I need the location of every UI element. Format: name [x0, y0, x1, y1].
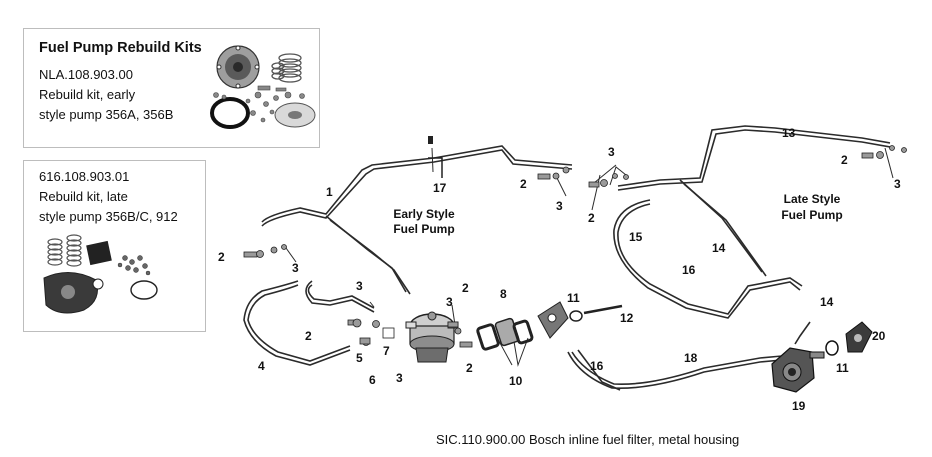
- kit-part-number: 616.108.903.01: [39, 169, 130, 184]
- early-pump-label: Fuel Pump: [393, 222, 454, 236]
- callout-2: 2: [520, 177, 527, 191]
- callout-3: 3: [556, 199, 563, 213]
- callout-2: 2: [841, 153, 848, 167]
- kit-description: Rebuild kit, late: [39, 189, 128, 204]
- callout-5: 5: [356, 351, 363, 365]
- kit-description: style pump 356A, 356B: [39, 107, 174, 122]
- callout-18: 18: [684, 351, 698, 365]
- callout-2: 2: [466, 361, 473, 375]
- callout-17: 17: [433, 181, 447, 195]
- early-fuel-pump: [405, 311, 459, 363]
- callout-1: 1: [326, 185, 333, 199]
- callout-2: 2: [218, 250, 225, 264]
- callout-3: 3: [396, 371, 403, 385]
- callout-12: 12: [620, 311, 634, 325]
- kit-part-number: NLA.108.903.00: [39, 67, 133, 82]
- callout-11: 11: [567, 291, 580, 305]
- spacer-gaskets: [476, 317, 534, 351]
- callout-2: 2: [305, 329, 312, 343]
- callout-3: 3: [894, 177, 901, 191]
- callout-4: 4: [258, 359, 265, 373]
- pump-flange-block: [537, 301, 623, 339]
- bracket-screw: [428, 136, 433, 144]
- callout-19: 19: [792, 399, 806, 413]
- callout-3: 3: [292, 261, 299, 275]
- callout-3: 3: [356, 279, 363, 293]
- early-kit-photo: [210, 45, 316, 129]
- fittings: [243, 145, 907, 348]
- callout-20: 20: [872, 329, 886, 343]
- callout-14: 14: [820, 295, 834, 309]
- late-pump-label: Late Style: [784, 192, 841, 206]
- rebuild-kit-box-early: Fuel Pump Rebuild Kits NLA.108.903.00 Re…: [23, 28, 320, 148]
- callout-13: 13: [782, 126, 796, 140]
- callout-14: 14: [712, 241, 726, 255]
- late-kit-photo: [43, 234, 158, 314]
- late-fuel-pump: [771, 321, 873, 393]
- callout-6: 6: [369, 373, 376, 387]
- fuel-lines: [243, 125, 894, 391]
- filter-caption: SIC.110.900.00 Bosch inline fuel filter,…: [436, 432, 740, 447]
- callout-15: 15: [629, 230, 643, 244]
- callout-11: 11: [836, 361, 849, 375]
- kit-description: Rebuild kit, early: [39, 87, 136, 102]
- callout-2: 2: [588, 211, 595, 225]
- callout-7: 7: [383, 344, 390, 358]
- kit-description: style pump 356B/C, 912: [39, 209, 178, 224]
- early-pump-label: Early Style: [393, 207, 455, 221]
- kits-heading: Fuel Pump Rebuild Kits: [39, 40, 202, 56]
- callout-2: 2: [462, 281, 469, 295]
- callout-16: 16: [682, 263, 696, 277]
- callout-3: 3: [608, 145, 615, 159]
- callout-10: 10: [509, 374, 523, 388]
- callout-8: 8: [500, 287, 507, 301]
- line-bracket: [428, 157, 443, 178]
- late-pump-label: Fuel Pump: [781, 208, 842, 222]
- callout-3: 3: [446, 295, 453, 309]
- callout-16: 16: [590, 359, 604, 373]
